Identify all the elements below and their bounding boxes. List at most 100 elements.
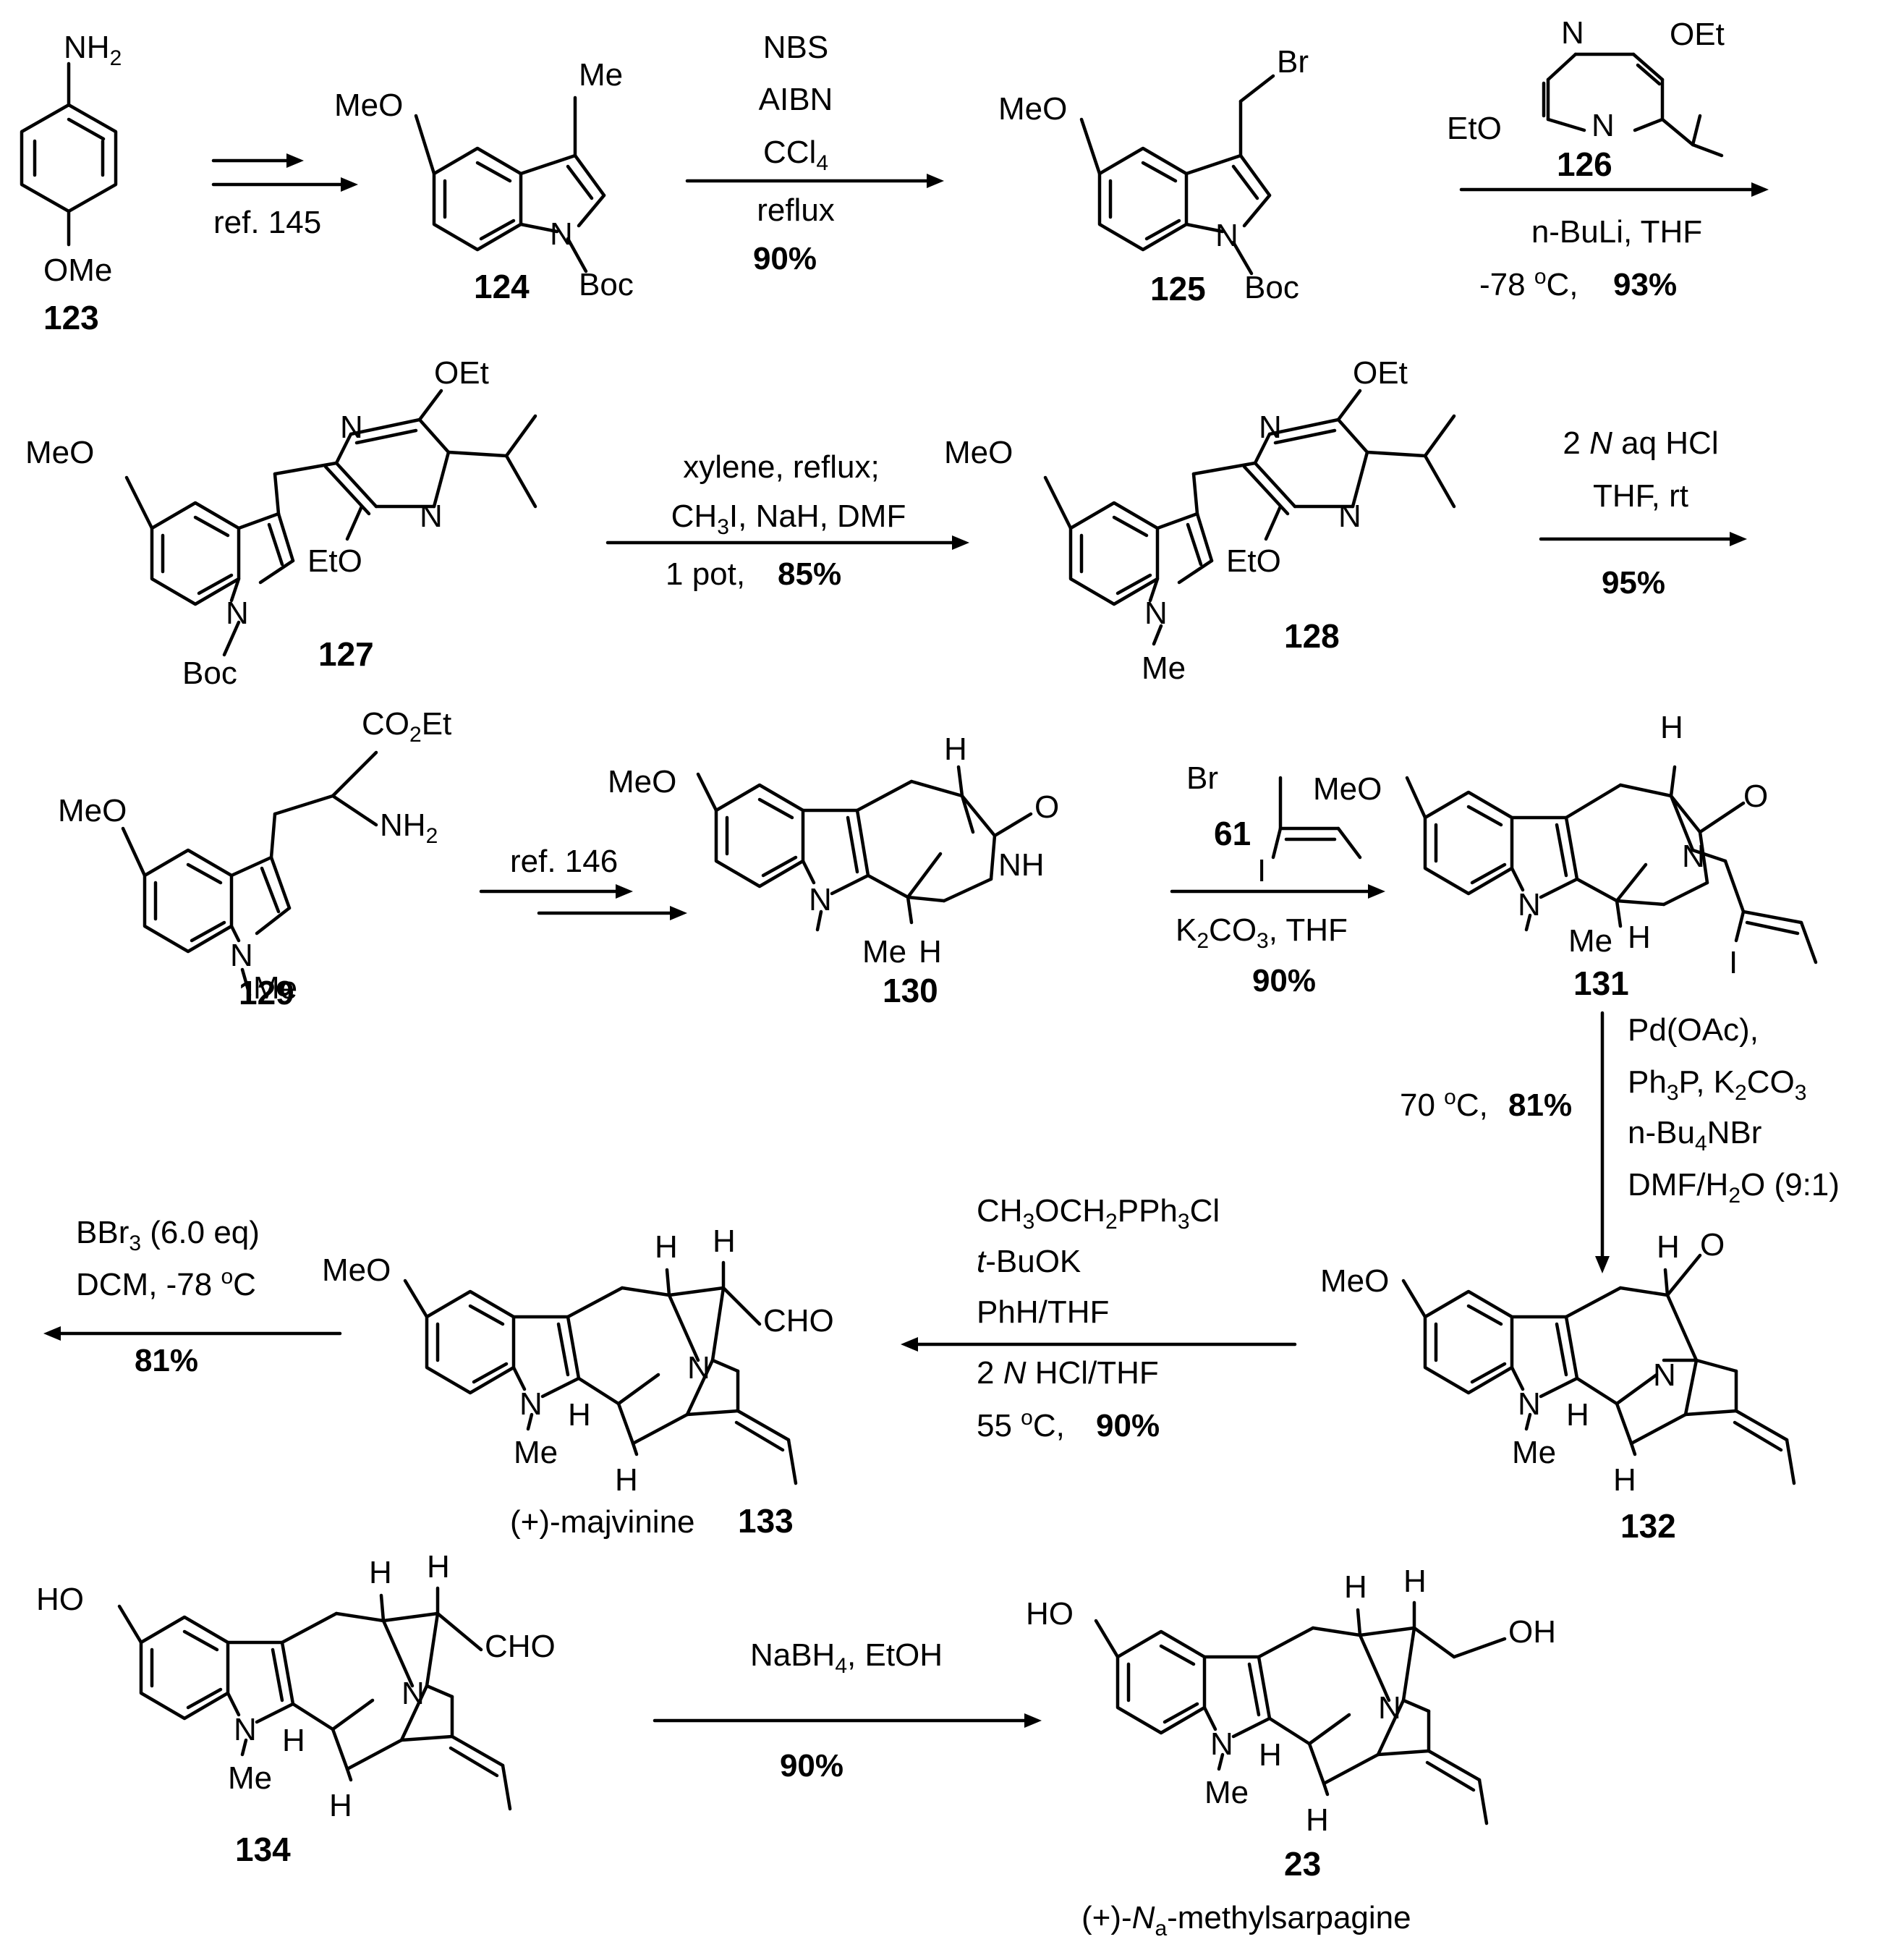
arrow-step-5: [1539, 532, 1747, 546]
step-10-yield: 81%: [135, 1343, 198, 1378]
step-8-yield: 81%: [1508, 1087, 1572, 1123]
step-7-condition-0: K2CO3, THF: [1176, 912, 1348, 953]
label-130-o: O: [1034, 789, 1059, 825]
label-128-n-bottom: N: [1338, 499, 1361, 534]
compound-number-128: 128: [1284, 617, 1340, 655]
label-134-h-left: H: [282, 1723, 305, 1758]
compound-134-structure: [117, 1586, 512, 1811]
label-127-n-top: N: [340, 410, 363, 445]
label-129-nh2: NH2: [380, 807, 438, 848]
step-9-condition-2: PhH/THF: [977, 1294, 1109, 1330]
label-129-co2et: CO2Et: [362, 706, 451, 747]
label-134-h-bottom: H: [329, 1788, 352, 1823]
label-132-meo: MeO: [1320, 1263, 1389, 1299]
arrow-step-2: [685, 174, 944, 188]
step-9-condition-4: 55 oC,: [977, 1406, 1065, 1443]
label-23-n: N: [1210, 1726, 1233, 1762]
label-130-h-top: H: [944, 731, 967, 767]
compound-125-structure: [1079, 74, 1275, 276]
label-125-boc: Boc: [1244, 270, 1299, 305]
step-4-condition-2: 1 pot,: [666, 556, 745, 592]
compound-131-structure: [1405, 765, 1818, 964]
label-134-h-top-left: H: [369, 1555, 392, 1590]
step-2-condition-2: CCl4: [763, 135, 828, 175]
label-131-me: Me: [1568, 923, 1612, 959]
step-9-condition-0: CH3OCH2PPh3Cl: [977, 1193, 1220, 1234]
label-127-oet: OEt: [434, 355, 489, 391]
label-129-meo: MeO: [58, 793, 127, 828]
label-130-meo: MeO: [608, 764, 676, 800]
step-3-yield: 93%: [1613, 267, 1677, 302]
compound-number-127: 127: [318, 635, 374, 673]
label-130-h-bottom: H: [919, 934, 942, 970]
label-130-n: N: [809, 882, 832, 917]
compound-number-130: 130: [883, 972, 938, 1009]
compound-130-structure: [696, 765, 1033, 932]
label-123-ome: OMe: [43, 253, 112, 288]
compound-number-61: 61: [1214, 815, 1251, 852]
label-132-n-bridge: N: [1653, 1357, 1676, 1393]
label-132-h-top: H: [1657, 1229, 1680, 1265]
label-134-cho: CHO: [485, 1629, 556, 1664]
label-129-n: N: [230, 938, 253, 973]
label-126-eto: EtO: [1447, 111, 1502, 146]
step-8-condition-1: Ph3P, K2CO3: [1628, 1064, 1806, 1105]
step-11-yield: 90%: [780, 1748, 843, 1784]
label-133-h-top-left: H: [655, 1229, 678, 1265]
label-127-eto: EtO: [307, 543, 362, 579]
label-131-n-bridge: N: [1682, 839, 1705, 874]
label-23-ho: HO: [1026, 1596, 1074, 1632]
label-125-n: N: [1215, 218, 1238, 253]
arrow-step-10: [43, 1326, 342, 1341]
label-132-h-bottom: H: [1613, 1462, 1636, 1498]
compound-number-126: 126: [1557, 145, 1612, 183]
step-2-condition-1: AIBN: [759, 82, 833, 117]
label-124-boc: Boc: [579, 267, 634, 302]
label-125-meo: MeO: [998, 91, 1067, 127]
compound-126-structure: [1542, 52, 1724, 158]
label-133-meo: MeO: [322, 1252, 391, 1288]
label-134-h-top-right: H: [427, 1549, 450, 1585]
compound-61-structure: [1271, 776, 1362, 860]
label-124-n: N: [550, 216, 573, 252]
compound-number-132: 132: [1620, 1507, 1676, 1545]
label-131-o: O: [1743, 779, 1768, 814]
step-10-condition-1: DCM, -78 oC: [76, 1265, 256, 1302]
label-134-n-bridge: N: [401, 1676, 425, 1711]
label-132-me: Me: [1512, 1435, 1556, 1470]
step-2-condition-0: NBS: [763, 30, 828, 65]
arrow-step-9: [901, 1337, 1297, 1352]
label-128-eto: EtO: [1226, 543, 1281, 579]
compound-124-structure: [414, 96, 606, 273]
step-6-condition-0: ref. 146: [510, 844, 618, 879]
label-61-br: Br: [1186, 760, 1218, 796]
arrow-step-6: [479, 884, 687, 920]
label-133-cho: CHO: [763, 1303, 834, 1339]
label-132-n: N: [1518, 1386, 1541, 1422]
label-126-n-top: N: [1561, 15, 1584, 51]
label-128-n-top: N: [1259, 410, 1282, 445]
compound-name-133: (+)-majvinine: [510, 1504, 695, 1540]
compound-number-133: 133: [738, 1502, 794, 1540]
compound-128-structure: [1043, 389, 1456, 646]
label-128-oet: OEt: [1353, 355, 1408, 391]
step-8-condition-4: 70 oC,: [1400, 1085, 1488, 1123]
step-1-condition-0: ref. 145: [213, 205, 321, 240]
label-133-n-bridge: N: [687, 1350, 710, 1386]
label-123-nh2: NH2: [64, 30, 122, 70]
label-133-me: Me: [514, 1435, 558, 1470]
compound-127-structure: [124, 389, 537, 657]
step-2-condition-3: reflux: [757, 192, 835, 228]
compound-name-23: (+)-Na-methylsarpagine: [1081, 1900, 1411, 1941]
step-3-condition-1: -78 oC,: [1479, 265, 1578, 302]
step-9-yield: 90%: [1096, 1408, 1160, 1443]
arrow-step-4: [605, 535, 969, 550]
step-8-condition-3: DMF/H2O (9:1): [1628, 1167, 1840, 1208]
label-128-meo: MeO: [944, 435, 1013, 470]
step-5-condition-1: THF, rt: [1593, 478, 1688, 514]
label-130-nh: NH: [998, 847, 1045, 883]
step-8-condition-2: n-Bu4NBr: [1628, 1115, 1761, 1155]
compound-123-structure: [20, 62, 118, 247]
label-133-n: N: [519, 1386, 543, 1422]
compound-number-129: 129: [239, 974, 294, 1012]
